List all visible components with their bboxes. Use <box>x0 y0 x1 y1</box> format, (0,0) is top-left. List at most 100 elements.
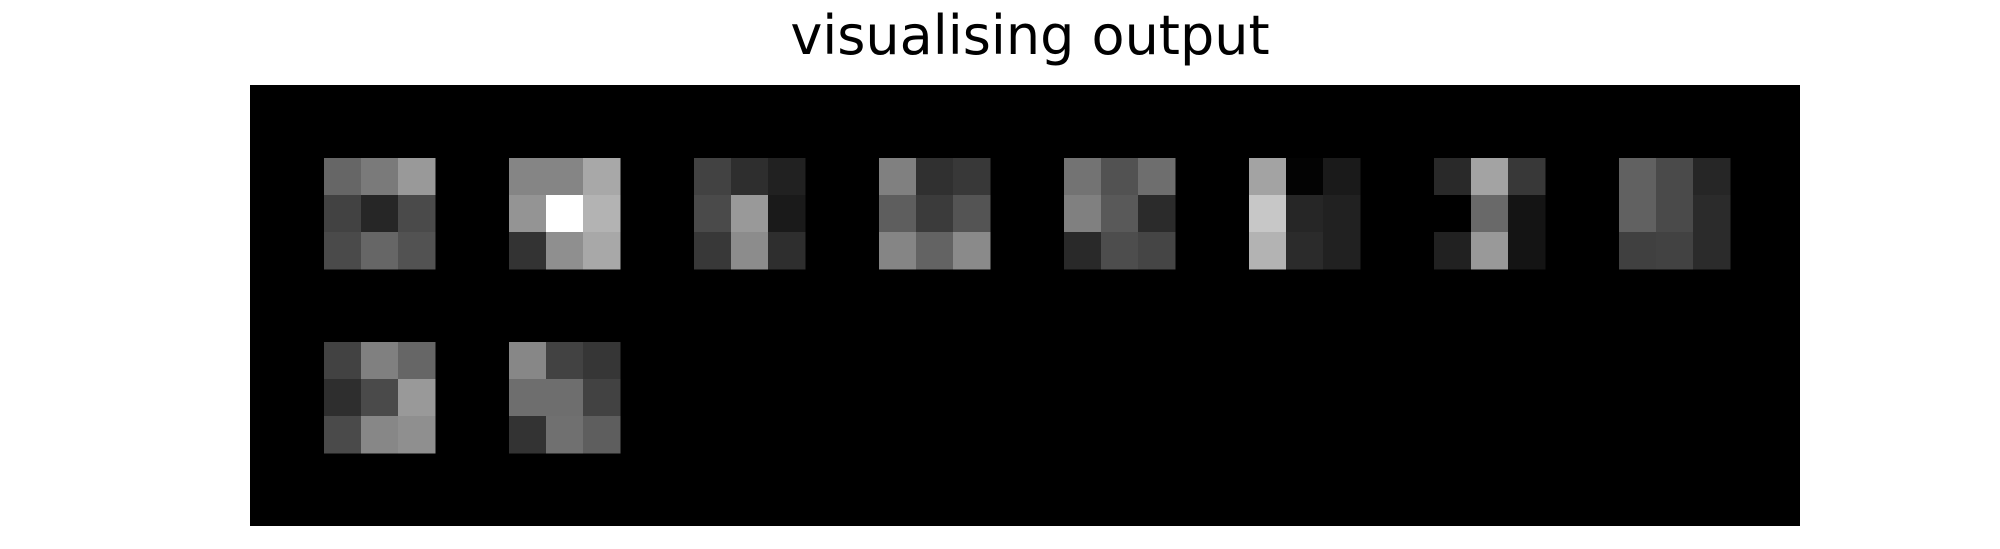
kernel-cell <box>1101 158 1139 196</box>
kernel-cell <box>1693 232 1731 270</box>
kernel-cell <box>509 342 547 380</box>
kernel-cell <box>1323 195 1361 233</box>
kernel-cell <box>1101 232 1139 270</box>
kernel-cell <box>953 232 991 270</box>
kernel-4 <box>879 158 991 270</box>
kernel-cell <box>731 232 769 270</box>
kernel-cell <box>361 342 399 380</box>
kernel-cell <box>1471 232 1509 270</box>
kernel-cell <box>1323 232 1361 270</box>
kernel-cell <box>731 158 769 196</box>
kernel-cell <box>1656 232 1694 270</box>
kernel-cell <box>1619 158 1657 196</box>
kernel-cell <box>1434 158 1472 196</box>
kernel-cell <box>398 232 436 270</box>
kernel-3 <box>694 158 806 270</box>
kernel-cell <box>731 195 769 233</box>
kernel-cell <box>324 232 362 270</box>
kernel-cell <box>916 232 954 270</box>
kernel-cell <box>398 158 436 196</box>
kernel-10 <box>509 342 621 454</box>
kernel-cell <box>583 195 621 233</box>
kernel-cell <box>953 158 991 196</box>
kernel-cell <box>1138 195 1176 233</box>
kernel-cell <box>1286 195 1324 233</box>
kernel-cell <box>1434 195 1472 233</box>
kernel-cell <box>1656 158 1694 196</box>
kernel-cell <box>1101 195 1139 233</box>
kernel-cell <box>916 195 954 233</box>
kernel-cell <box>509 379 547 417</box>
kernel-cell <box>879 195 917 233</box>
kernel-cell <box>398 195 436 233</box>
kernel-cell <box>324 158 362 196</box>
kernel-cell <box>324 195 362 233</box>
kernel-8 <box>1619 158 1731 270</box>
kernel-2 <box>509 158 621 270</box>
kernel-cell <box>546 379 584 417</box>
kernel-cell <box>1064 158 1102 196</box>
kernel-cell <box>583 158 621 196</box>
kernel-grid <box>324 158 1731 454</box>
kernel-cell <box>324 416 362 454</box>
kernel-cell <box>1323 158 1361 196</box>
kernel-cell <box>361 158 399 196</box>
kernel-cell <box>694 195 732 233</box>
kernel-cell <box>509 195 547 233</box>
kernel-cell <box>879 158 917 196</box>
kernel-cell <box>1434 232 1472 270</box>
kernel-5 <box>1064 158 1176 270</box>
kernel-cell <box>583 342 621 380</box>
kernel-cell <box>1286 158 1324 196</box>
kernel-cell <box>953 195 991 233</box>
kernel-cell <box>694 158 732 196</box>
kernel-cell <box>1619 195 1657 233</box>
kernel-cell <box>361 195 399 233</box>
kernel-cell <box>509 158 547 196</box>
kernel-cell <box>1693 158 1731 196</box>
kernel-cell <box>583 379 621 417</box>
kernel-cell <box>694 232 732 270</box>
kernel-cell <box>1138 158 1176 196</box>
kernel-cell <box>324 379 362 417</box>
kernel-cell <box>509 232 547 270</box>
kernel-cell <box>1508 158 1546 196</box>
kernel-cell <box>1249 195 1287 233</box>
kernel-cell <box>1286 232 1324 270</box>
kernel-7 <box>1434 158 1546 270</box>
kernel-cell <box>546 158 584 196</box>
kernel-cell <box>916 158 954 196</box>
kernel-cell <box>1508 195 1546 233</box>
kernel-cell <box>546 416 584 454</box>
kernel-cell <box>1693 195 1731 233</box>
kernel-cell <box>361 232 399 270</box>
kernel-cell <box>1619 232 1657 270</box>
kernel-cell <box>768 195 806 233</box>
kernel-cell <box>361 416 399 454</box>
kernel-cell <box>768 232 806 270</box>
kernel-cell <box>546 232 584 270</box>
kernel-cell <box>768 158 806 196</box>
kernel-cell <box>361 379 399 417</box>
kernel-cell <box>324 342 362 380</box>
kernel-cell <box>398 379 436 417</box>
kernel-1 <box>324 158 436 270</box>
kernel-6 <box>1249 158 1361 270</box>
kernel-cell <box>546 342 584 380</box>
kernel-cell <box>1064 232 1102 270</box>
plot-background <box>250 85 1800 526</box>
kernel-cell <box>398 416 436 454</box>
chart-title: visualising output <box>790 4 1270 67</box>
kernel-cell <box>1471 195 1509 233</box>
kernel-cell <box>583 416 621 454</box>
kernel-cell <box>1249 158 1287 196</box>
kernel-cell <box>1249 232 1287 270</box>
kernel-cell <box>1508 232 1546 270</box>
kernel-cell <box>1471 158 1509 196</box>
kernel-cell <box>1064 195 1102 233</box>
kernel-cell <box>879 232 917 270</box>
kernel-cell <box>1138 232 1176 270</box>
kernel-cell <box>546 195 584 233</box>
kernel-9 <box>324 342 436 454</box>
